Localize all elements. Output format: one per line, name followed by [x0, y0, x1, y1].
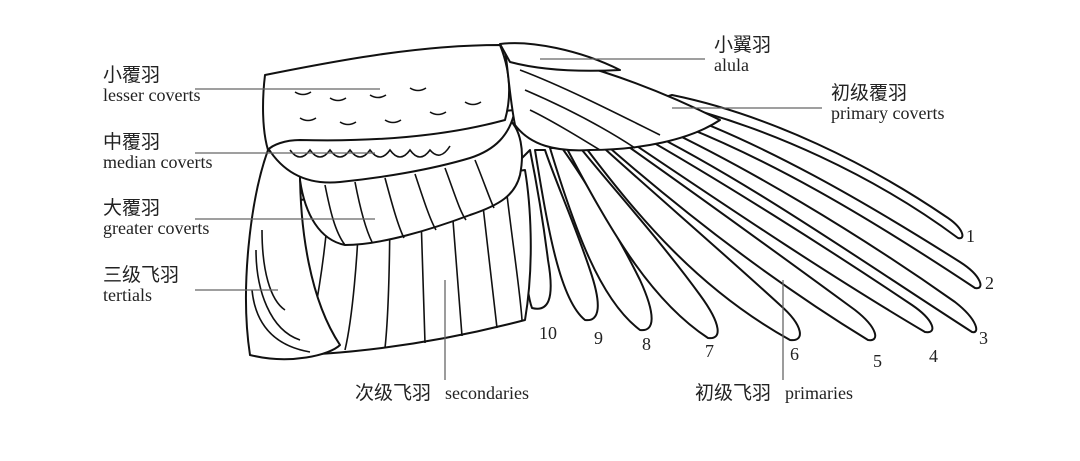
- leader-lines: [195, 58, 822, 380]
- primary-feather-3: [624, 117, 978, 334]
- primary-feather-4: [609, 127, 934, 334]
- median-coverts-label: 中覆羽 median coverts: [103, 133, 212, 172]
- lesser-coverts-group: [262, 44, 511, 151]
- greater-coverts-en: greater coverts: [103, 217, 210, 238]
- tertials-en: tertials: [103, 284, 152, 305]
- primary-number-4: 4: [929, 346, 938, 366]
- alula-en: alula: [714, 54, 749, 75]
- tertials-zh: 三级飞羽: [103, 265, 180, 286]
- lesser-coverts-label: 小覆羽 lesser coverts: [103, 66, 200, 105]
- lesser-coverts-zh: 小覆羽: [103, 65, 161, 86]
- primary-number-8: 8: [642, 334, 651, 354]
- tertials-label: 三级飞羽 tertials: [103, 266, 179, 305]
- primaries-label: 初级飞羽 primaries: [695, 384, 853, 404]
- alula-feather: [499, 42, 621, 72]
- secondaries-zh: 次级飞羽: [355, 383, 432, 404]
- alula-zh: 小翼羽: [714, 35, 772, 56]
- primary-feather-6: [579, 139, 801, 342]
- primary-number-7: 7: [705, 341, 714, 361]
- median-covert-scallop: [289, 145, 451, 158]
- primary-number-1: 1: [966, 226, 975, 246]
- primary-coverts-en: primary coverts: [831, 102, 945, 123]
- primary-number-3: 3: [979, 328, 988, 348]
- median-coverts-en: median coverts: [103, 151, 213, 172]
- primary-number-2: 2: [985, 273, 994, 293]
- primary-number-6: 6: [790, 344, 799, 364]
- primaries-en: primaries: [785, 383, 853, 403]
- primaries-group: [519, 94, 982, 342]
- primary-feather-9: [534, 149, 599, 322]
- lesser-covert-area: [262, 44, 511, 151]
- secondary-feather: [304, 177, 523, 353]
- greater-coverts-label: 大覆羽 greater coverts: [103, 199, 209, 238]
- primaries-zh: 初级飞羽: [695, 383, 772, 404]
- primary-feather-2: [639, 105, 982, 290]
- tertial-feather: [251, 229, 311, 353]
- primary-number-5: 5: [873, 351, 882, 371]
- primary-feather-7: [564, 144, 719, 340]
- secondaries-en: secondaries: [445, 383, 529, 403]
- primary-coverts-group: [499, 42, 721, 152]
- alula-label: 小翼羽 alula: [714, 36, 771, 75]
- primary-number-9: 9: [594, 328, 603, 348]
- median-coverts-zh: 中覆羽: [103, 132, 161, 153]
- lesser-covert-scallop: [294, 87, 482, 126]
- lesser-coverts-en: lesser coverts: [103, 84, 201, 105]
- primary-coverts-label: 初级覆羽 primary coverts: [831, 84, 944, 123]
- primary-coverts-zh: 初级覆羽: [831, 83, 908, 104]
- secondaries-label: 次级飞羽 secondaries: [355, 384, 529, 404]
- primary-feather-1: [654, 94, 964, 240]
- greater-coverts-zh: 大覆羽: [103, 198, 161, 219]
- primary-feather-5: [594, 134, 877, 342]
- primary-number-10: 10: [539, 323, 557, 343]
- primary-covert-feather: [519, 69, 661, 151]
- tertials-group: [245, 149, 341, 361]
